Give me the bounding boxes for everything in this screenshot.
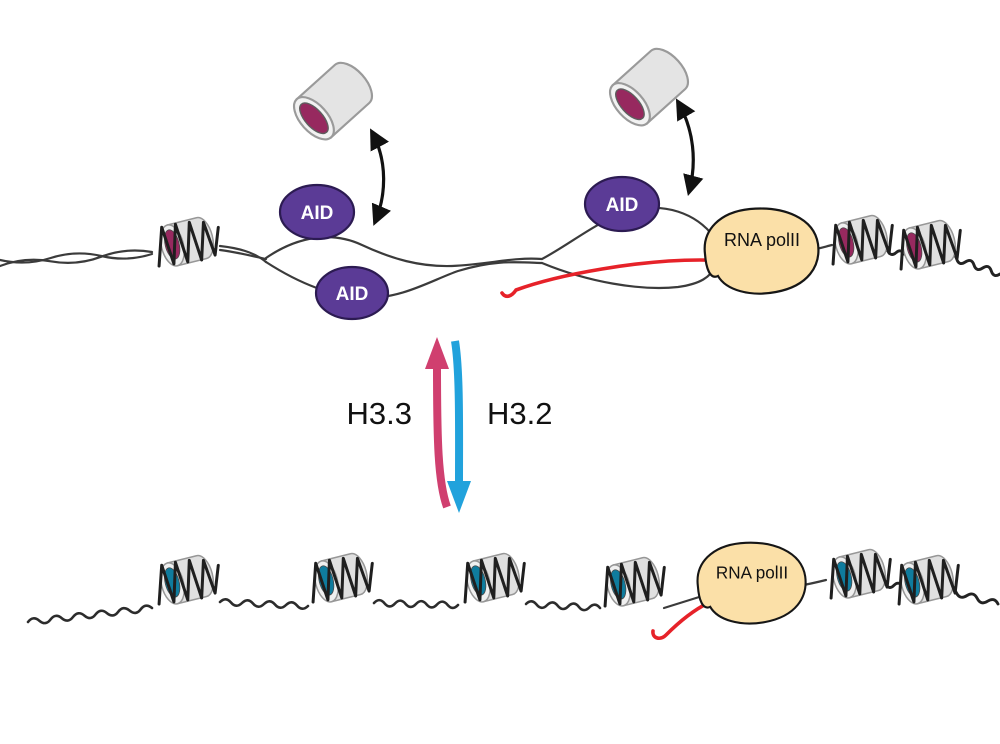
nucleosome-h33 [892,551,964,608]
equilibrium-arrows: H3.3 H3.2 [347,337,552,513]
free-histone-cylinder [285,54,381,148]
rna-polii-label: RNA polII [724,230,800,250]
aid-protein: AID [583,175,661,233]
histone-exchange-arrow [675,98,704,197]
histone-exchange-arrow [370,128,392,226]
h32-arrow-head [447,481,471,513]
nucleosome-h33 [152,551,224,608]
h33-arrow-shaft [433,365,451,509]
rna-polii-label: RNA polII [716,563,788,582]
h32-label: H3.2 [487,396,552,431]
dna-strand [0,252,154,264]
top-panel-open-chromatin: AID AID AID RNA polII [0,40,1000,321]
aid-label: AID [301,203,334,224]
dna-linker [218,597,310,611]
rna-polii-body [696,541,807,625]
nucleosome-h32 [894,216,966,273]
nucleosome-h33 [458,549,530,606]
free-histone-cylinder [601,40,697,134]
dna-strand [0,249,154,268]
rna-polii: RNA polII [703,207,820,295]
aid-label: AID [336,284,369,305]
nucleosome-h33 [824,545,896,602]
dna-linker [372,598,460,610]
aid-body [314,265,390,321]
rna-polii: RNA polII [696,541,807,625]
aid-body [278,183,356,241]
h33-label: H3.3 [347,396,412,431]
dna-strand [218,244,268,264]
dna-linker [26,604,154,625]
h33-arrow-head [425,337,449,369]
nucleosome-h33 [306,549,378,606]
aid-body [583,175,661,233]
rna-polii-body [703,207,820,295]
h32-arrow-shaft [451,340,464,485]
nascent-rna [651,601,710,640]
nucleosome-h32 [152,213,224,270]
aid-label: AID [606,195,639,216]
nucleosome-h32 [826,211,898,268]
aid-protein: AID [314,265,390,321]
nucleosome-h33 [598,553,670,610]
bottom-panel-compact-chromatin: RNA polII [26,541,1000,640]
aid-protein: AID [278,183,356,241]
dna-linker [524,600,602,612]
